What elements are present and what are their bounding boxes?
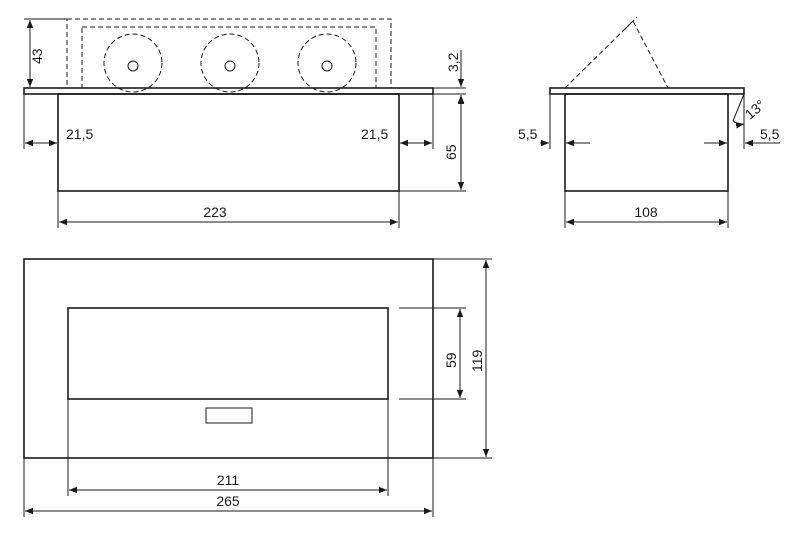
side-body (564, 93, 729, 192)
front-view: 43 3,2 65 21,5 21,5 223 (23, 18, 466, 228)
dim-side-body-width: 108 (634, 204, 658, 220)
socket-2 (200, 33, 260, 93)
dim-right-offset: 21,5 (361, 126, 388, 142)
dim-overall-width: 265 (216, 493, 240, 509)
top-cutout (67, 307, 389, 400)
dim-left-offset: 21,5 (66, 126, 93, 142)
top-outer-frame (23, 258, 434, 459)
raised-housing-inner (81, 26, 377, 89)
side-flange (549, 87, 745, 95)
latch (205, 407, 253, 424)
side-view: 13° 5,5 5,5 108 (518, 16, 780, 228)
front-body (57, 93, 400, 192)
dim-cutout-width: 211 (217, 472, 240, 488)
dim-body-width: 223 (203, 204, 227, 220)
dim-cutout-height: 59 (443, 352, 459, 368)
dim-lid-thickness: 3,2 (445, 52, 461, 72)
dim-side-left-offset: 5,5 (518, 126, 538, 142)
raised-lid-outline (564, 20, 669, 89)
dim-side-right-offset: 5,5 (760, 126, 780, 142)
front-flange (23, 87, 434, 95)
socket-3 (297, 33, 357, 93)
socket-1 (103, 33, 163, 93)
raised-housing-outline (66, 18, 392, 89)
dim-height-raised: 43 (29, 48, 45, 64)
dim-angle: 13° (742, 96, 769, 122)
dim-overall-height: 119 (469, 349, 485, 372)
top-view: 59 119 211 265 (23, 258, 492, 517)
dim-body-height: 65 (443, 144, 459, 160)
